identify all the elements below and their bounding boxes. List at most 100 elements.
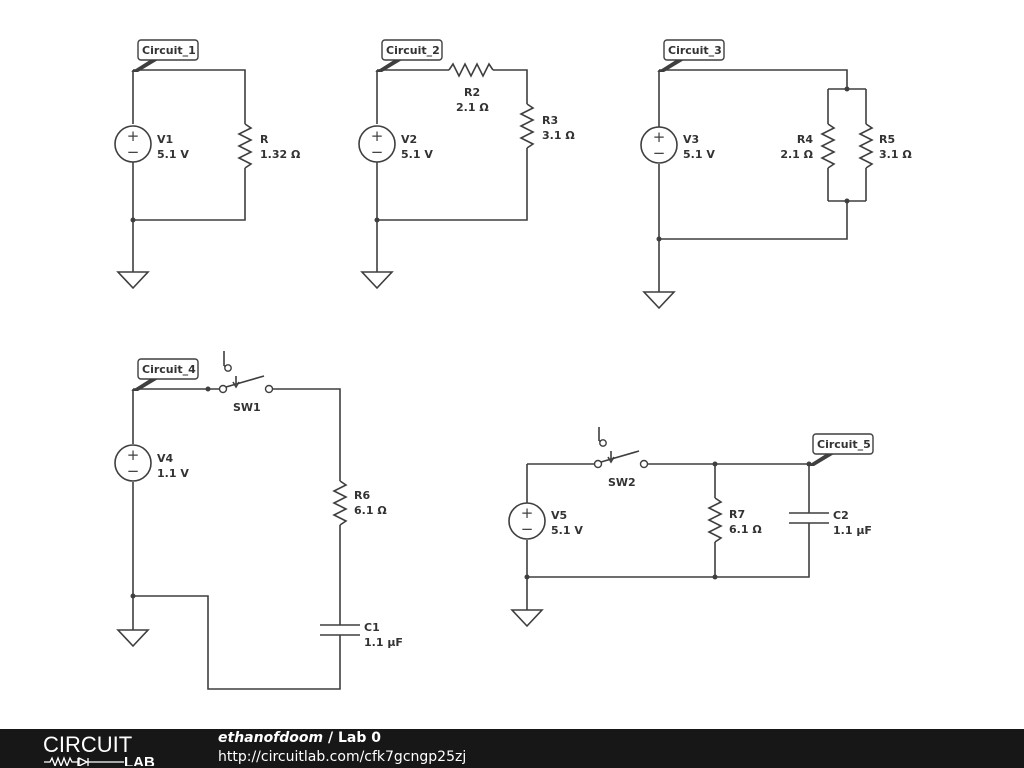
minus-icon: − <box>127 143 140 161</box>
voltage-source-v5[interactable] <box>508 502 546 540</box>
plus-icon: + <box>371 127 384 145</box>
source-value: 5.1 V <box>401 148 433 161</box>
circuit-2: + − V2 5.1 V R2 2.1 Ω R3 3.1 Ω Circuit_2 <box>358 39 575 290</box>
voltage-source-v2[interactable] <box>358 125 396 163</box>
junction-dot <box>844 198 850 204</box>
plus-icon: + <box>521 504 534 522</box>
resistor-value: 2.1 Ω <box>780 148 813 161</box>
ground-icon <box>642 291 676 310</box>
source-name: V1 <box>157 133 173 146</box>
resistor-r2[interactable] <box>448 62 494 78</box>
resistor-value: 2.1 Ω <box>456 101 489 114</box>
capacitor-value: 1.1 µF <box>364 636 403 649</box>
logo-circuit-icon <box>44 756 124 766</box>
switch-name: SW1 <box>233 401 261 414</box>
resistor-name: R6 <box>354 489 370 502</box>
source-value: 5.1 V <box>683 148 715 161</box>
footer-bar: CIRCUIT LAB ethanofdoom / Lab 0 http://c… <box>0 729 1024 768</box>
source-value: 1.1 V <box>157 467 189 480</box>
net-tag-circuit-3[interactable] <box>663 39 725 61</box>
net-tag-label: Circuit_3 <box>668 44 722 57</box>
source-name: V5 <box>551 509 567 522</box>
ground-icon <box>116 271 150 290</box>
capacitor-name: C2 <box>833 509 849 522</box>
switch-name: SW2 <box>608 476 636 489</box>
resistor-r3[interactable] <box>519 103 535 149</box>
capacitor-c2[interactable] <box>789 512 829 524</box>
tag-pointer-icon <box>131 60 158 72</box>
tag-pointer-icon <box>375 60 402 72</box>
circuit-5: + − V5 5.1 V SW2 R7 6.1 Ω C2 1.1 µF Circ… <box>508 427 874 628</box>
junction-dot <box>844 86 850 92</box>
resistor-value: 3.1 Ω <box>542 129 575 142</box>
junction-dot <box>656 236 662 242</box>
capacitor-c1[interactable] <box>320 624 360 636</box>
junction-dot <box>130 593 136 599</box>
resistor-name: R3 <box>542 114 558 127</box>
net-tag-label: Circuit_5 <box>817 438 871 451</box>
source-value: 5.1 V <box>157 148 189 161</box>
resistor-name: R4 <box>797 133 813 146</box>
voltage-source-v3[interactable] <box>640 126 678 164</box>
tag-pointer-icon <box>657 60 684 72</box>
resistor-r[interactable] <box>237 123 253 169</box>
resistor-value: 6.1 Ω <box>729 523 762 536</box>
footer-title: ethanofdoom / Lab 0 <box>218 730 381 746</box>
net-tag-label: Circuit_1 <box>142 44 196 57</box>
resistor-r7[interactable] <box>707 497 723 543</box>
resistor-name: R <box>260 133 269 146</box>
ground-icon <box>360 271 394 290</box>
net-tag-label: Circuit_4 <box>142 363 196 376</box>
minus-icon: − <box>521 520 534 538</box>
resistor-name: R2 <box>464 86 480 99</box>
project-name[interactable]: Lab 0 <box>338 730 382 746</box>
source-value: 5.1 V <box>551 524 583 537</box>
resistor-r4[interactable] <box>820 123 836 169</box>
junction-dot <box>130 217 136 223</box>
source-name: V2 <box>401 133 417 146</box>
capacitor-value: 1.1 µF <box>833 524 872 537</box>
minus-icon: − <box>371 143 384 161</box>
plus-icon: + <box>127 446 140 464</box>
net-tag-circuit-2[interactable] <box>381 39 443 61</box>
junction-dot <box>205 386 211 392</box>
logo-bottom-text: LAB <box>124 754 155 766</box>
junction-dot <box>374 217 380 223</box>
ground-icon <box>510 609 544 628</box>
source-name: V4 <box>157 452 174 465</box>
junction-dot <box>712 574 718 580</box>
minus-icon: − <box>653 144 666 162</box>
net-tag-circuit-1[interactable] <box>137 39 199 61</box>
voltage-source-v1[interactable] <box>114 125 152 163</box>
title-separator: / <box>323 730 338 746</box>
source-name: V3 <box>683 133 699 146</box>
plus-icon: + <box>127 127 140 145</box>
net-tag-circuit-4[interactable] <box>137 358 199 380</box>
project-url[interactable]: http://circuitlab.com/cfk7gcngp25zj <box>218 749 467 765</box>
junction-dot <box>524 574 530 580</box>
tag-pointer-icon <box>807 454 834 466</box>
junction-dot <box>712 461 718 467</box>
schematic-canvas: + − V1 5.1 V R 1.32 Ω Circuit_1 + − V2 5… <box>114 39 912 690</box>
circuitlab-logo[interactable]: CIRCUIT LAB <box>42 732 182 766</box>
switch-sw1[interactable] <box>218 351 274 394</box>
plus-icon: + <box>653 128 666 146</box>
resistor-value: 3.1 Ω <box>879 148 912 161</box>
resistor-name: R7 <box>729 508 745 521</box>
resistor-value: 1.32 Ω <box>260 148 301 161</box>
capacitor-name: C1 <box>364 621 380 634</box>
tag-pointer-icon <box>131 379 158 391</box>
resistor-value: 6.1 Ω <box>354 504 387 517</box>
resistor-r5[interactable] <box>858 123 874 169</box>
resistor-name: R5 <box>879 133 895 146</box>
resistor-r6[interactable] <box>332 480 348 526</box>
switch-sw2[interactable] <box>593 427 649 469</box>
circuit-3: + − V3 5.1 V R4 2.1 Ω R5 3.1 Ω Circuit_3 <box>640 39 912 310</box>
voltage-source-v4[interactable] <box>114 444 152 482</box>
circuit-1: + − V1 5.1 V R 1.32 Ω Circuit_1 <box>114 39 301 290</box>
net-tag-circuit-5[interactable] <box>812 433 874 455</box>
logo-top-text: CIRCUIT <box>43 732 132 757</box>
circuit-4: + − V4 1.1 V SW1 R6 6.1 Ω C1 1.1 µF Circ… <box>114 351 403 690</box>
net-tag-label: Circuit_2 <box>386 44 440 57</box>
author-link[interactable]: ethanofdoom <box>218 730 324 746</box>
